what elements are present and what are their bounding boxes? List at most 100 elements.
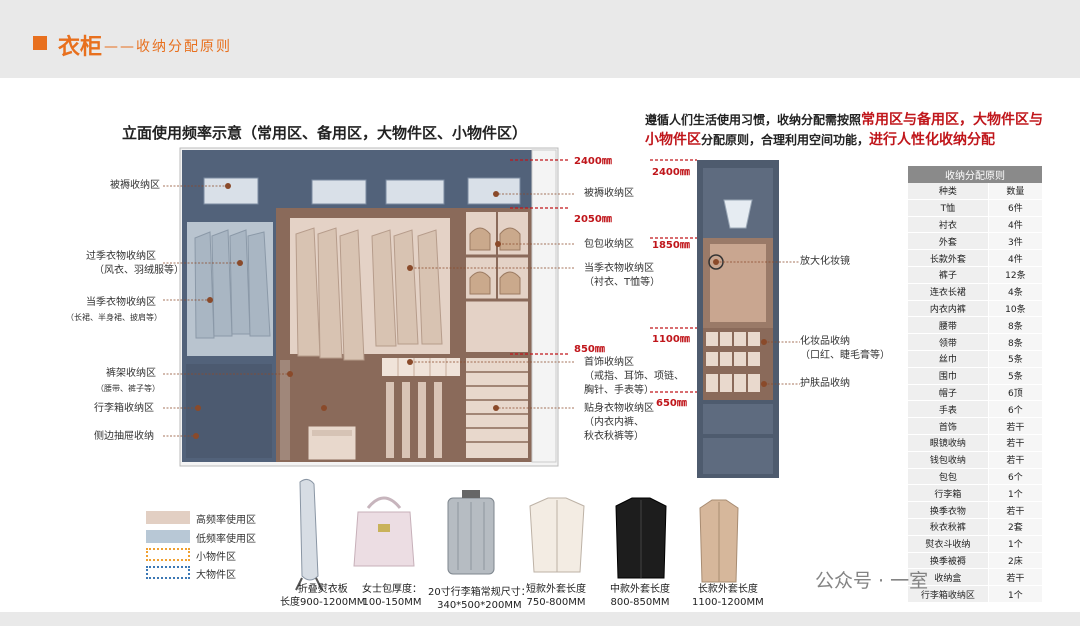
table-cell-item: 外套: [908, 233, 988, 250]
label-jewelry-sub1: （戒指、耳饰、项链、: [584, 371, 684, 382]
table-cell-qty: 2套: [988, 518, 1042, 535]
table-cell-item: 钱包收纳: [908, 451, 988, 468]
caption-short-l1: 短款外套长度: [526, 584, 586, 595]
table-cell-qty: 6个: [988, 401, 1042, 418]
table-cell-item: 裤子: [908, 266, 988, 283]
table-cell-item: 衬衣: [908, 216, 988, 233]
caption-bag-l1: 女士包厚度：: [362, 584, 422, 595]
table-cell-item: 长款外套: [908, 250, 988, 266]
label-pants: 裤架收纳区: [106, 368, 156, 379]
label-bedding-right: 被褥收纳区: [584, 188, 634, 199]
height-650-right: 650㎜: [656, 398, 687, 409]
medium-jacket-image: [615, 497, 667, 579]
table-cell-item: 围巾: [908, 367, 988, 384]
table-cell-item: 首饰: [908, 418, 988, 434]
short-jacket-image: [529, 497, 585, 573]
label-luggage: 行李箱收纳区: [94, 403, 154, 414]
label-bedding-left: 被褥收纳区: [110, 180, 160, 191]
handbag-image: [353, 496, 415, 567]
caption-ironing-l1: 折叠熨衣板: [297, 584, 348, 595]
table-cell-item: 眼镜收纳: [908, 434, 988, 451]
suitcase-image: [447, 490, 495, 575]
watermark: 公众号 · 一室: [815, 570, 929, 592]
intro-text: 遵循人们生活使用习惯，收纳分配需按照常用区与备用区，大物件区与小物件区分配原则，…: [645, 110, 1055, 150]
label-skincare: 护肤品收纳: [800, 378, 850, 389]
height-2400-left: 2400㎜: [574, 156, 612, 167]
table-cell-qty: 8条: [988, 317, 1042, 334]
table-row: 眼镜收纳若干: [908, 434, 1042, 452]
table-cell-item: 领带: [908, 334, 988, 350]
table-cell-item: 秋衣秋裤: [908, 518, 988, 535]
caption-long-l1: 长款外套长度: [697, 584, 758, 595]
caption-medium-l2: 800-850MM: [610, 597, 670, 608]
label-current-sub: （衬衣、T恤等）: [584, 277, 661, 288]
height-2050-left: 2050㎜: [574, 214, 612, 225]
diagram-title: 立面使用频率示意（常用区、备用区，大物件区、小物件区）: [122, 124, 528, 142]
caption-medium-l1: 中款外套长度: [610, 584, 670, 595]
table-cell-item: 帽子: [908, 384, 988, 401]
header-square-icon: [33, 36, 47, 50]
header-bar: 衣柜 ——收纳分配原则: [0, 0, 1080, 78]
label-bag: 包包收纳区: [584, 239, 634, 250]
table-cell-qty: 8条: [988, 334, 1042, 350]
label-seasonal-sub: （风衣、羽绒服等）: [94, 265, 184, 276]
table-cell-qty: 4件: [988, 216, 1042, 233]
label-seasonal: 过季衣物收纳区: [86, 251, 156, 262]
caption-bag: 女士包厚度：100-150MM: [362, 583, 422, 609]
height-2400-right: 2400㎜: [652, 167, 690, 178]
intro-r1: 常用区与备用区，大物件区与小物件区: [645, 112, 1044, 148]
label-jewelry-sub2: 胸针、手表等）: [584, 385, 654, 396]
legend-low-swatch: [146, 530, 190, 543]
table-cell-qty: 数量: [988, 183, 1042, 199]
table-row: 收纳盒若干: [908, 569, 1042, 586]
label-underwear: 贴身衣物收纳区: [584, 403, 654, 414]
table-cell-item: 手表: [908, 401, 988, 418]
table-cell-qty: 5条: [988, 367, 1042, 384]
table-cell-qty: 1个: [988, 586, 1042, 602]
label-underwear-sub1: （内衣内裤、: [584, 417, 644, 428]
table-row: 换季衣物若干: [908, 502, 1042, 519]
table-cell-qty: 5条: [988, 350, 1042, 367]
label-underwear-sub2: 秋衣秋裤等）: [584, 431, 644, 442]
table-cell-item: T恤: [908, 199, 988, 216]
long-coat-image: [699, 499, 739, 583]
table-title: 收纳分配原则: [908, 166, 1042, 183]
height-1100-right: 1100㎜: [652, 334, 690, 345]
table-cell-qty: 10条: [988, 300, 1042, 317]
table-cell-item: 包包: [908, 468, 988, 485]
table-cell-item: 行李箱: [908, 485, 988, 502]
table-cell-qty: 3件: [988, 233, 1042, 250]
table-row: 钱包收纳若干: [908, 451, 1042, 469]
table-cell-item: 连衣长裙: [908, 283, 988, 300]
label-jewelry: 首饰收纳区: [584, 357, 634, 368]
label-pants-sub: （腰带、裤子等）: [96, 384, 160, 393]
table-cell-qty: 1个: [988, 485, 1042, 502]
label-current: 当季衣物收纳区: [584, 263, 654, 274]
table-cell-qty: 若干: [988, 434, 1042, 451]
caption-medium: 中款外套长度 800-850MM: [610, 583, 670, 609]
table-cell-qty: 若干: [988, 569, 1042, 586]
label-current-long: 当季衣物收纳区: [86, 297, 156, 308]
table-row: 首饰若干: [908, 418, 1042, 435]
caption-suitcase: 20寸行李箱常规尺寸：340*500*200MM: [428, 586, 531, 612]
legend-large-label: 大物件区: [196, 570, 236, 581]
height-1850-right: 1850㎜: [652, 240, 690, 251]
label-cosmetics-sub: （口红、睫毛膏等）: [800, 350, 890, 361]
table-cell-qty: 若干: [988, 451, 1042, 468]
caption-long-l2: 1100-1200MM: [692, 597, 764, 608]
legend-small-swatch: [146, 548, 190, 561]
table-cell-qty: 2床: [988, 552, 1042, 569]
table-cell-qty: 4条: [988, 283, 1042, 300]
legend-low-label: 低频率使用区: [196, 534, 256, 545]
